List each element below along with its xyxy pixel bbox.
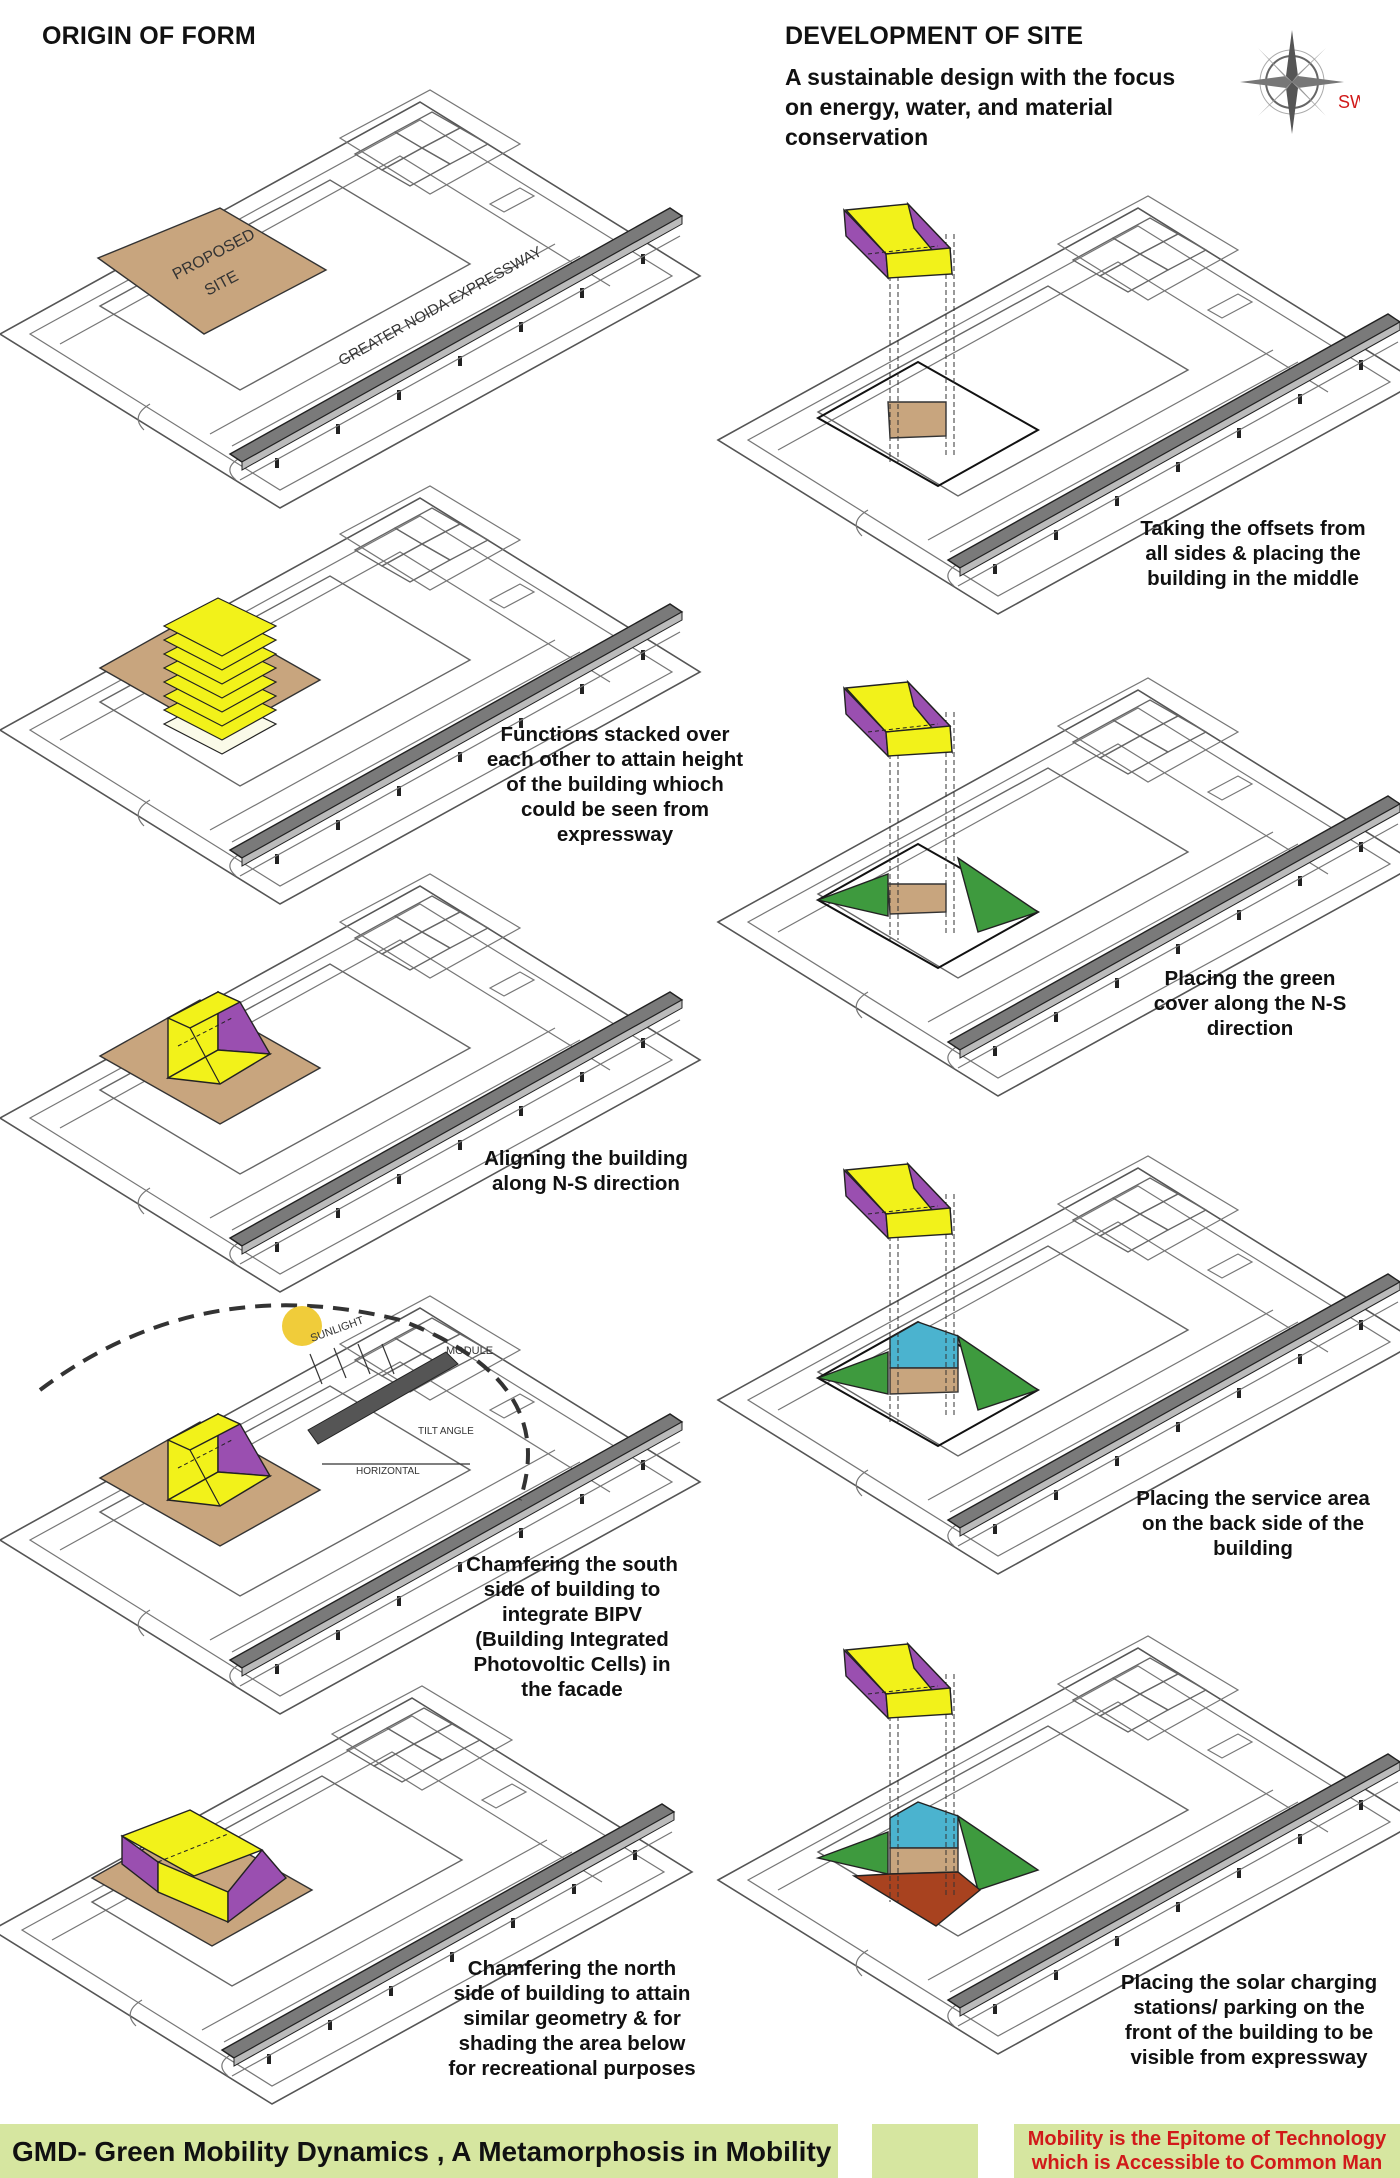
caption-aligning: Aligning the building along N-S directio…	[436, 1146, 736, 1196]
caption-line: cover along the N-S	[1153, 992, 1347, 1015]
caption-line: could be seen from	[521, 798, 709, 821]
site-panel-offsets	[717, 195, 1400, 615]
pv-module	[307, 1351, 459, 1445]
site-panel-solar-charging	[717, 1635, 1400, 2055]
origin-panel-proposed-site: PROPOSED SITE GREATER NOIDA EXPRESSWAY	[0, 89, 701, 509]
caption-line: Chamfering the north	[467, 1957, 677, 1980]
footer-title-bar: GMD- Green Mobility Dynamics , A Metamor…	[0, 2124, 838, 2178]
compass-rose-icon: SW	[1240, 30, 1360, 134]
caption-line: Functions stacked over	[500, 723, 730, 746]
development-of-site-heading: DEVELOPMENT OF SITE	[785, 22, 1084, 50]
origin-panel-chamfer-north	[0, 1685, 693, 2105]
proposed-site-plot	[96, 207, 328, 335]
caption-line: visible from expressway	[1130, 2046, 1368, 2069]
horizontal-label: HORIZONTAL	[356, 1466, 420, 1477]
caption-line: building in the middle	[1147, 567, 1359, 590]
caption-line: each other to attain height	[486, 748, 744, 771]
sun-icon	[282, 1306, 322, 1346]
caption-offsets: Taking the offsets from all sides & plac…	[1108, 516, 1398, 591]
building-footprint	[887, 401, 947, 439]
caption-service-area: Placing the service area on the back sid…	[1108, 1486, 1398, 1561]
offset-boundary	[815, 360, 1041, 488]
caption-line: side of building to attain	[453, 1982, 691, 2005]
caption-line: (Building Integrated	[475, 1628, 669, 1651]
compass-direction-label: SW	[1338, 92, 1360, 112]
caption-line: Taking the offsets from	[1140, 517, 1366, 540]
origin-of-form-heading: ORIGIN OF FORM	[42, 22, 256, 50]
solar-charging-area	[851, 1871, 982, 1927]
caption-line: expressway	[556, 823, 674, 846]
intro-line: on energy, water, and material	[785, 94, 1114, 120]
caption-line: integrate BIPV	[501, 1603, 643, 1626]
footer-tagline-bar: Mobility is the Epitome of Technology wh…	[1014, 2124, 1400, 2178]
caption-line: similar geometry & for	[463, 2007, 681, 2030]
green-cover-east	[956, 856, 1040, 933]
caption-line: Placing the green	[1164, 967, 1336, 990]
caption-line: shading the area below	[458, 2032, 686, 2055]
sun-path	[38, 1303, 530, 1501]
tilt-angle-label: TILT ANGLE	[418, 1426, 474, 1437]
caption-line: Photovoltic Cells) in	[473, 1653, 671, 1676]
caption-line: direction	[1206, 1017, 1294, 1040]
caption-line: Placing the solar charging	[1120, 1971, 1378, 1994]
caption-line: on the back side of the	[1141, 1512, 1365, 1535]
caption-stacked: Functions stacked over each other to att…	[455, 722, 775, 847]
origin-panel-chamfer-south: SUNLIGHT MODULE TILT ANGLE HORIZONTAL	[0, 1295, 701, 1715]
intro-line: conservation	[785, 124, 929, 150]
origin-panel-stacked-functions	[0, 485, 701, 905]
caption-line: the facade	[521, 1678, 623, 1701]
footer-tagline-line-2: which is Accessible to Common Man	[1031, 2152, 1383, 2174]
caption-chamfer-north: Chamfering the north side of building to…	[412, 1956, 732, 2081]
caption-line: front of the building to be	[1124, 2021, 1374, 2044]
double-chamfer-building	[120, 1809, 288, 1924]
green-cover-west	[815, 872, 889, 917]
site-panel-service-area	[717, 1155, 1400, 1575]
module-label: MODULE	[446, 1345, 493, 1357]
caption-line: of the building whioch	[506, 773, 724, 796]
caption-line: Chamfering the south	[466, 1553, 678, 1576]
caption-green-cover: Placing the green cover along the N-S di…	[1120, 966, 1380, 1041]
caption-solar-charging: Placing the solar charging stations/ par…	[1094, 1970, 1400, 2070]
caption-line: side of building to	[483, 1578, 661, 1601]
caption-line: building	[1213, 1537, 1293, 1560]
intro-line: A sustainable design with the focus	[785, 64, 1176, 90]
intro-text: A sustainable design with the focus on e…	[785, 62, 1225, 152]
caption-chamfer-south: Chamfering the south side of building to…	[432, 1552, 712, 1702]
service-area	[889, 1321, 959, 1369]
caption-line: all sides & placing the	[1145, 542, 1361, 565]
caption-line: along N-S direction	[492, 1172, 680, 1195]
stacked-floors	[162, 597, 278, 755]
footer-title: GMD- Green Mobility Dynamics , A Metamor…	[12, 2136, 832, 2167]
footer-spacer-block	[872, 2124, 978, 2178]
footer-tagline-line-1: Mobility is the Epitome of Technology	[1027, 2128, 1387, 2150]
caption-line: Placing the service area	[1136, 1487, 1370, 1510]
caption-line: for recreational purposes	[448, 2057, 696, 2080]
caption-line: stations/ parking on the	[1133, 1996, 1365, 2019]
site-panel-green-cover	[717, 677, 1400, 1097]
caption-line: Aligning the building	[484, 1147, 688, 1170]
